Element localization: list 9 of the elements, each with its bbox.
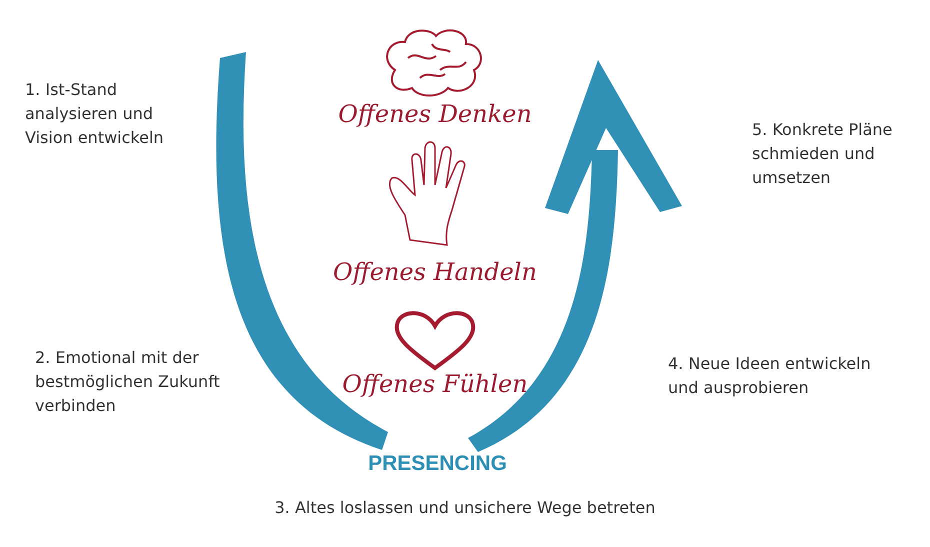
step-text: 2. Emotional mit der bestmöglichen Zukunft verbinden [35,347,221,417]
script-heading: Offenes Handeln [332,258,538,286]
script-heading: Offenes Denken [337,100,533,128]
center-heading: PRESENCING [367,452,508,476]
step-text: 3. Altes loslassen und unsichere Wege betreten [274,497,656,519]
step-text: 5. Konkrete Pläne schmieden und umsetzen [752,119,894,189]
script-heading: Offenes Fühlen [341,370,529,398]
step-text: 1. Ist-Stand analysieren und Vision entwickeln [25,79,165,149]
step-text: 4. Neue Ideen entwickeln und ausprobieren [668,353,872,399]
